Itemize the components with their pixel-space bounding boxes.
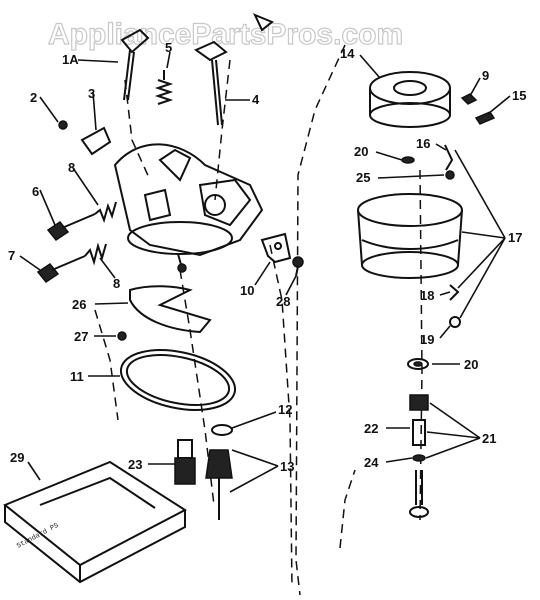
callout-14: 14	[340, 46, 355, 61]
callout-7: 7	[8, 248, 15, 263]
callout-11: 11	[70, 369, 84, 384]
choke-lever-4	[193, 13, 274, 126]
callout-21: 21	[482, 431, 496, 446]
callout-8-lower: 8	[113, 276, 120, 291]
repair-kit-29: Standard PS	[3, 460, 187, 584]
callout-16: 16	[416, 136, 430, 151]
callout-17: 17	[508, 230, 522, 245]
callout-27: 27	[74, 329, 88, 344]
screw-27	[117, 331, 127, 341]
float-17	[357, 193, 463, 279]
spring-5	[154, 70, 174, 105]
o-ring-11	[119, 349, 237, 411]
callout-20-lower: 20	[464, 357, 478, 372]
callout-29: 29	[10, 450, 24, 465]
pin-15	[474, 111, 496, 125]
carburetor-body	[113, 143, 264, 273]
callout-3: 3	[88, 86, 95, 101]
callout-25: 25	[356, 170, 370, 185]
bracket-10	[260, 232, 292, 264]
callout-22: 22	[364, 421, 378, 436]
screw-28	[292, 256, 304, 277]
callout-8-upper: 8	[68, 160, 75, 175]
idle-mixture-screw-6	[46, 201, 117, 242]
bowl-nut-23	[174, 439, 196, 485]
clip-25	[445, 170, 455, 180]
callout-6: 6	[32, 184, 39, 199]
float-hinge-18	[449, 284, 460, 301]
callout-20-upper: 20	[354, 144, 368, 159]
spring-19	[449, 316, 461, 328]
float-bowl-14	[369, 71, 451, 128]
needle-16	[444, 144, 454, 171]
callout-4: 4	[252, 92, 260, 107]
washer-2	[58, 120, 68, 130]
callout-19: 19	[420, 332, 434, 347]
callout-5: 5	[165, 40, 172, 55]
callout-10: 10	[240, 283, 254, 298]
callout-1a: 1A	[62, 52, 79, 67]
leader-lines	[19, 51, 511, 493]
callout-labels: 1A 5 4 2 3 6 8 7 8 10 28 26 27 11 12 23 …	[8, 40, 526, 474]
callout-24: 24	[364, 455, 379, 470]
callout-26: 26	[72, 297, 86, 312]
callout-12: 12	[278, 402, 292, 417]
callout-13: 13	[280, 459, 294, 474]
main-mixture-screw-7	[36, 242, 107, 284]
bowl-screw-13	[205, 449, 233, 520]
seat-20a	[401, 156, 415, 164]
pin-9	[460, 93, 478, 105]
assembly-guide-lines	[94, 44, 423, 596]
callout-18: 18	[420, 288, 434, 303]
float-shield-26	[129, 285, 212, 334]
callout-2: 2	[30, 90, 37, 105]
washer-12	[211, 424, 233, 436]
washer-20b	[407, 358, 429, 370]
gasket-3	[80, 126, 112, 156]
callout-23: 23	[128, 457, 142, 472]
callout-15: 15	[512, 88, 526, 103]
throttle-lever-1a	[120, 28, 150, 101]
jet-assembly-21	[409, 394, 429, 518]
callout-9: 9	[482, 68, 489, 83]
callout-28: 28	[276, 294, 290, 309]
